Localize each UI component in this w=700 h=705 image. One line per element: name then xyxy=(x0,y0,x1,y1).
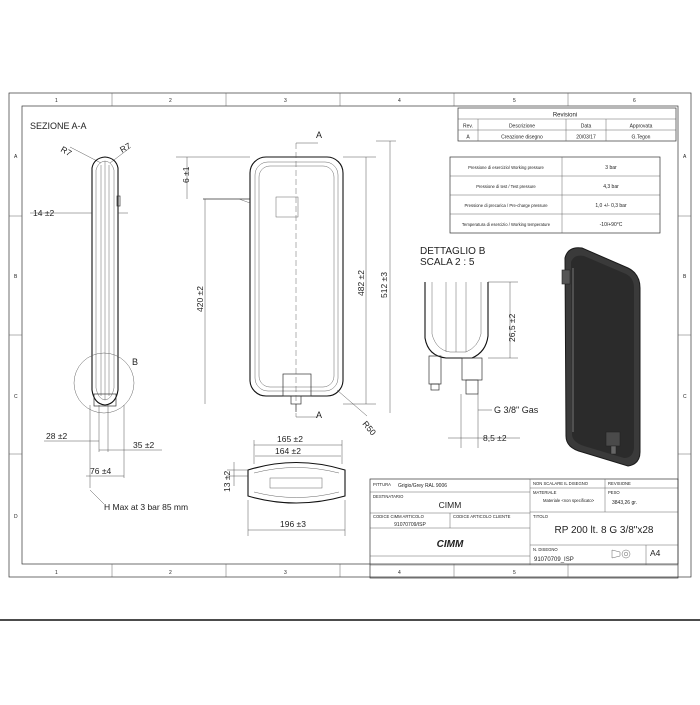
grid-row-a-right: A xyxy=(683,154,687,160)
no-scale-note: NON SCALARE IL DISEGNO xyxy=(533,481,589,486)
weight-label: PESO xyxy=(608,490,620,495)
detail-scale: SCALA 2 : 5 xyxy=(420,257,475,268)
rev-cell-desc: Creazione disegno xyxy=(501,135,543,141)
radius-r50: R50 xyxy=(360,419,378,438)
spec-value-precharge: 1,0 +/- 0,3 bar xyxy=(595,203,627,209)
material-value: Materiale <non specificato> xyxy=(543,498,595,503)
spec-label-test-pressure: Pressione di test / Test pressure xyxy=(476,184,536,189)
dim-420: 420 ±2 xyxy=(195,286,205,312)
rev-header-rev: Rev. xyxy=(463,124,473,130)
dim-8-5: 8,5 ±2 xyxy=(483,433,507,443)
drawing-title: RP 200 lt. 8 G 3/8"x28 xyxy=(555,525,654,536)
grid-col-2-top: 2 xyxy=(169,98,172,104)
revisions-table: Revisioni Rev. Descrizione Data Approvat… xyxy=(457,107,677,142)
grid-col-4-bottom: 4 xyxy=(398,570,401,576)
cimm-code-value: 91070709/ISP xyxy=(394,522,426,528)
dim-28: 28 ±2 xyxy=(46,431,67,441)
grid-col-4-top: 4 xyxy=(398,98,401,104)
grid-col-5-top: 5 xyxy=(513,98,516,104)
detail-body xyxy=(424,282,489,359)
detail-b-circle xyxy=(73,352,135,414)
detail-valve xyxy=(461,357,483,381)
revision-label: REVISIONE xyxy=(608,481,631,486)
dim-196: 196 ±3 xyxy=(280,519,306,529)
grid-row-b-right: B xyxy=(683,274,687,280)
cut-label-top: A xyxy=(316,130,322,140)
recipient-label: DESTINATARIO xyxy=(373,494,404,499)
dim-512: 512 ±3 xyxy=(379,272,389,298)
detail-marker-b: B xyxy=(132,357,138,367)
grid-col-6-top: 6 xyxy=(633,98,636,104)
valve-housing xyxy=(282,373,312,397)
dim-482: 482 ±2 xyxy=(356,270,366,296)
hmax-note: H Max at 3 bar 85 mm xyxy=(104,502,188,512)
label-plate xyxy=(275,196,299,218)
material-label: MATERIALE xyxy=(533,490,557,495)
tank-render xyxy=(561,247,641,467)
cut-label-bottom: A xyxy=(316,410,322,420)
dim-164: 164 ±2 xyxy=(275,446,301,456)
rev-cell-rev: A xyxy=(466,135,470,141)
title-block: PITTURA Grigio/Grey RAL 9006 DESTINATARI… xyxy=(369,478,679,579)
grid-row-c-right: C xyxy=(683,394,687,400)
section-title: SEZIONE A-A xyxy=(30,121,87,131)
dim-165: 165 ±2 xyxy=(277,434,303,444)
dim-26-5: 26,5 ±2 xyxy=(507,313,517,342)
spec-value-test-pressure: 4,3 bar xyxy=(603,184,619,190)
grid-row-b-left: B xyxy=(14,274,18,280)
client-code-label: CODICE ARTICOLO CLIENTE xyxy=(453,514,511,519)
detail-title: DETTAGLIO B xyxy=(420,246,486,257)
dim-76: 76 ±4 xyxy=(90,466,111,476)
projection-symbol-icon xyxy=(611,549,631,559)
grid-col-3-top: 3 xyxy=(284,98,287,104)
grid-col-1-top: 1 xyxy=(55,98,58,104)
radius-label-left: R7 xyxy=(59,144,74,158)
grid-row-d-left: D xyxy=(14,514,18,520)
title-label: TITOLO xyxy=(533,514,549,519)
section-view: SEZIONE A-A R7 R7 B 14 ±2 28 ±2 35 ±2 76… xyxy=(30,121,188,512)
company-logo: CIMM xyxy=(437,539,464,550)
drawing-number-value: 91070709_ISP xyxy=(534,557,574,563)
grid-col-3-bottom: 3 xyxy=(284,570,287,576)
spec-label-temperature: Temperatura di esercizio / Working tempe… xyxy=(462,222,551,227)
dim-13: 13 ±2 xyxy=(222,471,232,492)
tank-front-outline xyxy=(249,156,344,397)
sheet-format: A4 xyxy=(650,548,661,558)
rev-header-approved: Approvata xyxy=(630,124,653,130)
spec-label-precharge: Pressione di precarica / Pre-charge pres… xyxy=(464,203,548,208)
dim-6: 6 ±1 xyxy=(181,166,191,183)
spec-value-working-pressure: 3 bar xyxy=(605,165,617,171)
grid-row-a-left: A xyxy=(14,154,18,160)
cimm-code-label: CODICE CIMM ARTICOLO xyxy=(373,514,425,519)
rev-header-desc: Descrizione xyxy=(509,124,535,130)
grid-col-2-bottom: 2 xyxy=(169,570,172,576)
weight-value: 3843,26 gr. xyxy=(612,500,637,506)
top-view: 165 ±2 164 ±2 13 ±2 196 ±3 xyxy=(222,434,346,536)
front-view: A A 6 ±1 420 ±2 482 ±2 512 ±3 R50 xyxy=(176,130,396,437)
detail-b-view: DETTAGLIO B SCALA 2 : 5 26,5 ±2 G 3/8" G… xyxy=(420,246,539,448)
spec-value-temperature: -10/+90°C xyxy=(600,222,623,228)
paint-label: PITTURA xyxy=(373,482,391,487)
paint-value: Grigio/Grey RAL 9006 xyxy=(398,483,447,489)
drawing-number-label: N. DISEGNO xyxy=(533,547,558,552)
grid-col-5-bottom: 5 xyxy=(513,570,516,576)
revisions-title: Revisioni xyxy=(553,113,577,119)
tank-side-body xyxy=(91,156,119,406)
rev-header-date: Data xyxy=(581,124,592,130)
tank-top-outline xyxy=(247,462,346,504)
grid-col-1-bottom: 1 xyxy=(55,570,58,576)
dim-35: 35 ±2 xyxy=(133,440,154,450)
dim-wall-14: 14 ±2 xyxy=(33,208,54,218)
spec-label-working-pressure: Pressione di esercizio/ Working pressure xyxy=(468,165,544,170)
thread-spec: G 3/8" Gas xyxy=(494,405,539,415)
rev-cell-approved: G.Tegon xyxy=(632,135,651,141)
radius-label-right: R7 xyxy=(118,141,133,155)
rev-cell-date: 20/03/17 xyxy=(576,135,596,141)
specs-table: Pressione di esercizio/ Working pressure… xyxy=(449,156,661,234)
recipient-value: CIMM xyxy=(439,500,462,510)
grid-row-c-left: C xyxy=(14,394,18,400)
